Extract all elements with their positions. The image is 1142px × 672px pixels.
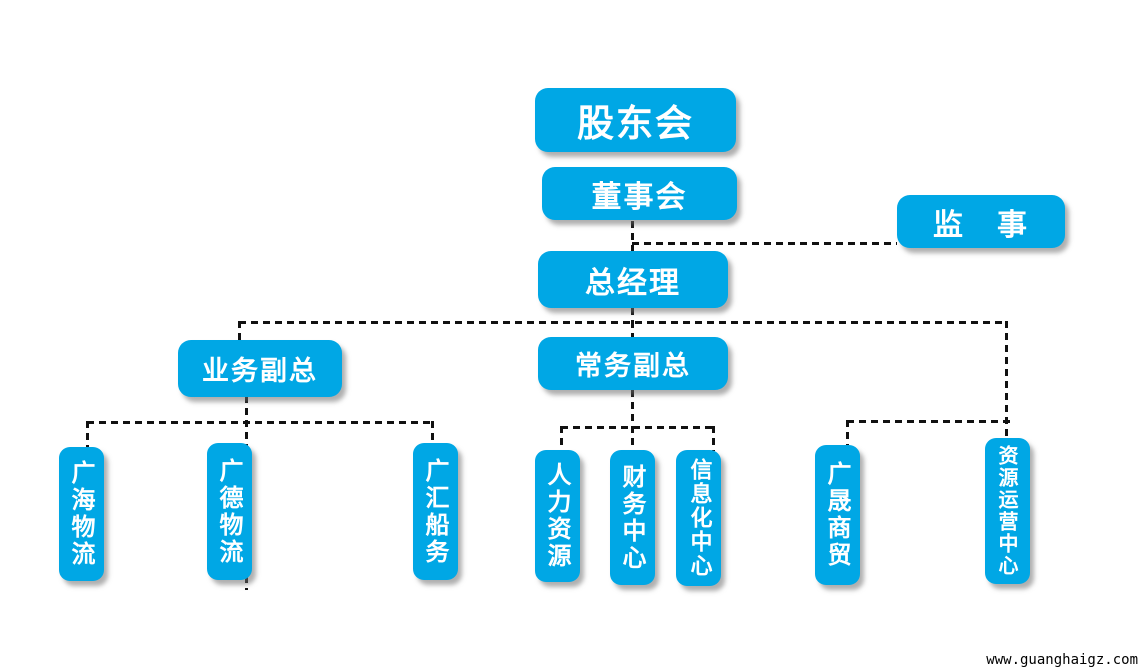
node-general-manager: 总经理: [538, 251, 728, 308]
node-it-center: 信息化中心: [676, 450, 721, 586]
node-resource-ops-center: 资源运营中心: [985, 438, 1030, 584]
node-guangde-logistics: 广德物流: [207, 443, 252, 580]
node-guangsheng-trading: 广晟商贸: [815, 445, 860, 585]
connector-to-human-resources: [560, 426, 563, 451]
node-finance-center: 财务中心: [610, 450, 655, 585]
node-human-resources: 人力资源: [535, 450, 580, 582]
node-executive-vp: 常务副总: [538, 337, 728, 390]
connector-to-guangsheng-trading: [846, 420, 849, 446]
watermark-url: www.guanghaigz.com: [986, 652, 1138, 668]
connector-main-rail: [239, 321, 1008, 324]
node-guanghai-logistics: 广海物流: [59, 447, 104, 581]
connector-board-to-gm: [631, 221, 634, 251]
node-shareholders-meeting: 股东会: [535, 88, 736, 152]
connector-rail-to-right-group: [1005, 321, 1008, 439]
connector-right-group-rail: [847, 420, 1013, 423]
connector-board-to-supervisor: [632, 242, 897, 245]
connector-executive-vp-down: [631, 390, 634, 454]
connector-rail-to-executive-vp: [631, 321, 634, 338]
connector-mid-group-rail: [561, 426, 715, 429]
node-supervisor: 监 事: [897, 195, 1065, 248]
node-board-of-directors: 董事会: [542, 167, 737, 220]
connector-rail-to-business-vp: [238, 321, 241, 341]
node-guanghui-shipping: 广汇船务: [413, 443, 458, 580]
connector-to-it-center: [712, 426, 715, 451]
node-business-vp: 业务副总: [178, 340, 342, 397]
connector-to-guanghai-logistics: [86, 421, 89, 448]
connector-gm-down: [631, 308, 634, 323]
connector-to-guanghui-shipping: [431, 421, 434, 444]
connector-left-group-rail: [87, 421, 434, 424]
